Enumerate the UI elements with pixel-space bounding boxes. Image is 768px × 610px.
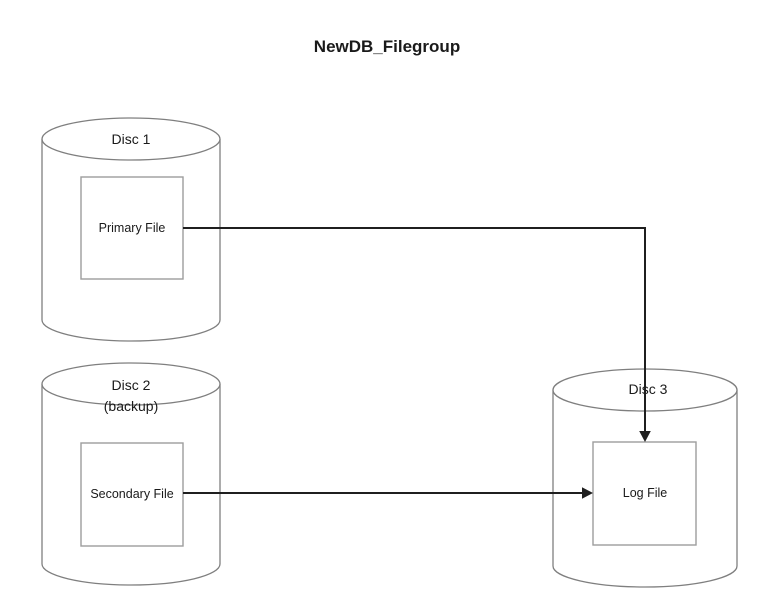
connector-primary-line — [183, 227, 646, 432]
log-file-label: Log File — [623, 486, 668, 500]
log-file-box — [592, 441, 697, 546]
diagram-title: NewDB_Filegroup — [314, 37, 460, 56]
disc1-cylinder: Disc 1 Primary File — [41, 117, 221, 342]
disc1-label: Disc 1 — [112, 131, 151, 147]
connector-secondary-to-log — [183, 487, 593, 499]
disc2-cylinder: Disc 2 (backup) Secondary File — [41, 362, 221, 586]
secondary-file-box — [80, 442, 184, 547]
disc3-label: Disc 3 — [629, 381, 668, 397]
disc2-cylinder-top — [41, 362, 221, 406]
primary-file-label: Primary File — [99, 221, 166, 235]
disc2-label: Disc 2 — [112, 377, 151, 393]
secondary-file-label: Secondary File — [90, 487, 173, 501]
connector-primary-to-log — [183, 227, 651, 442]
disc1-cylinder-top — [41, 117, 221, 161]
arrow-right-icon — [582, 487, 593, 499]
disc2-sublabel: (backup) — [104, 398, 158, 414]
arrow-down-icon — [639, 431, 651, 442]
primary-file-box — [80, 176, 184, 280]
